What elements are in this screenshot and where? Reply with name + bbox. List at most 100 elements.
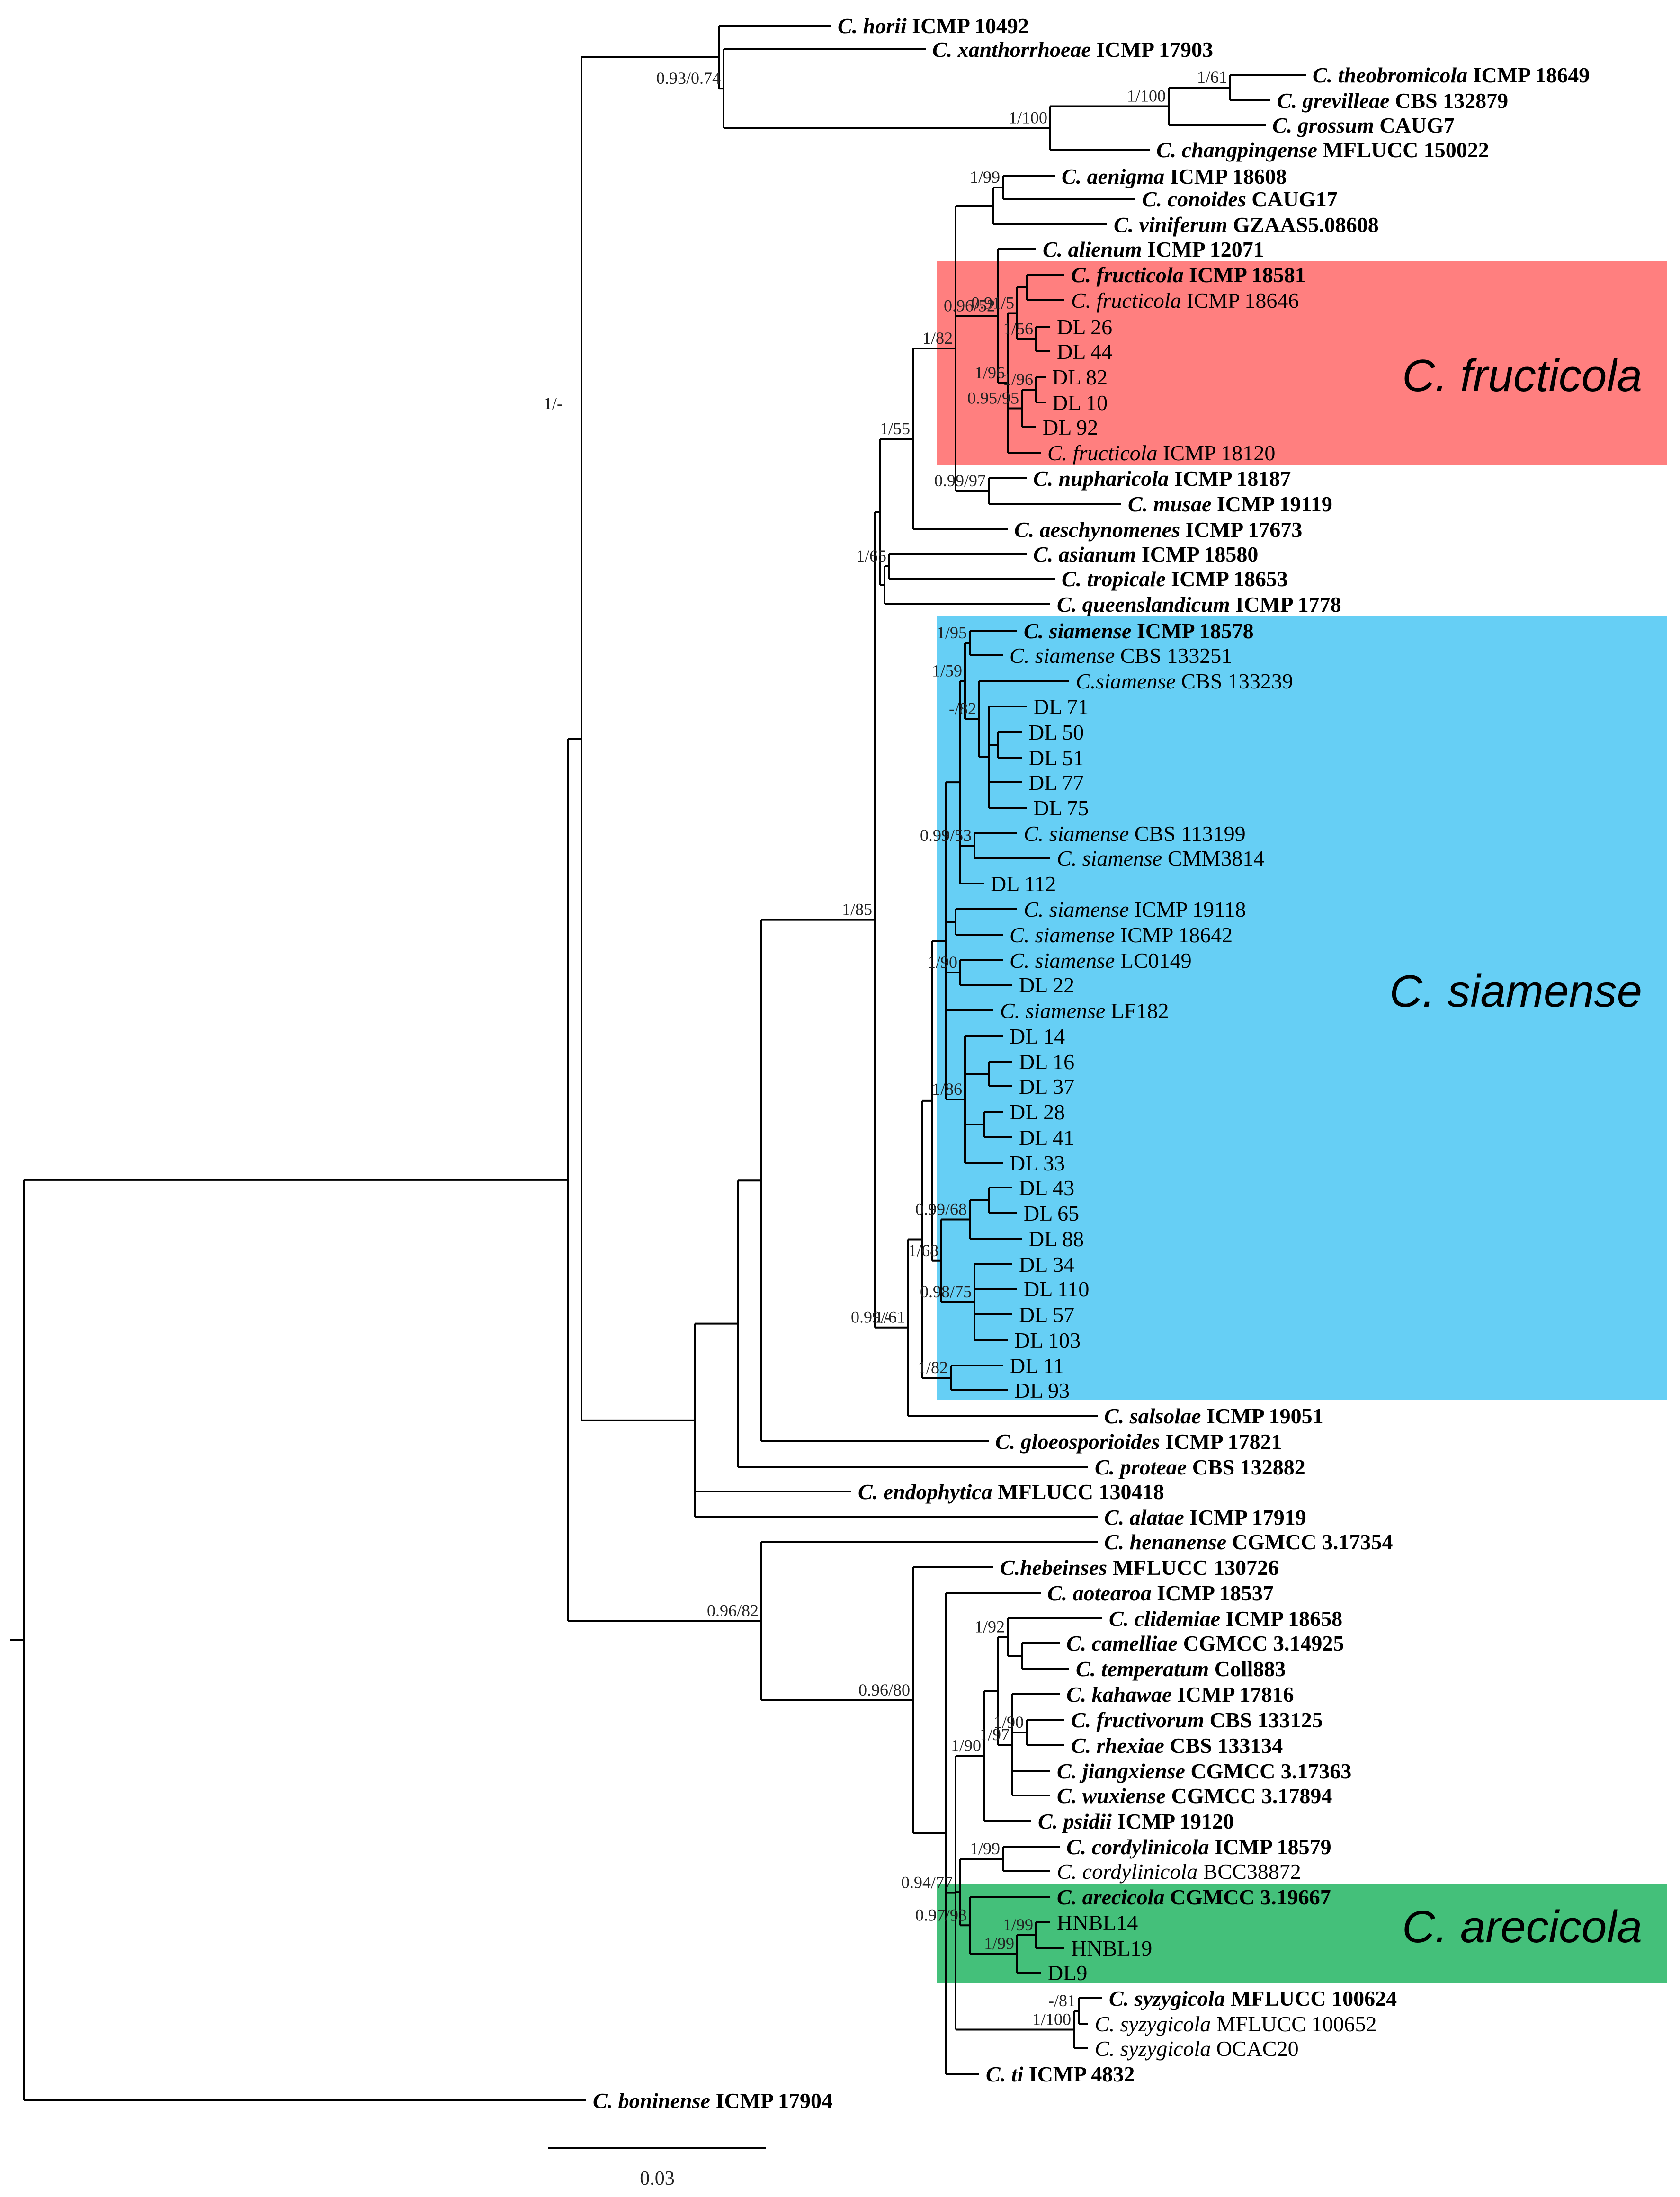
support-value: 1/90 bbox=[927, 953, 957, 972]
taxon-label: C. henanense CGMCC 3.17354 bbox=[1104, 1530, 1393, 1554]
taxon-label: HNBL14 bbox=[1057, 1911, 1138, 1935]
taxon-label: DL 71 bbox=[1033, 695, 1089, 719]
support-value: 1/55 bbox=[880, 419, 910, 438]
taxon-label: C. arecicola CGMCC 3.19667 bbox=[1057, 1885, 1331, 1909]
taxon-label: DL 110 bbox=[1024, 1277, 1089, 1301]
taxon-label: C. endophytica MFLUCC 130418 bbox=[858, 1480, 1164, 1504]
support-value: -/82 bbox=[949, 699, 976, 718]
taxon-label: DL 112 bbox=[991, 872, 1056, 896]
taxon-label: C. xanthorrhoeae ICMP 17903 bbox=[932, 37, 1213, 62]
taxon-label: C. aenigma ICMP 18608 bbox=[1062, 164, 1287, 188]
support-value: 1/61 bbox=[1197, 68, 1227, 87]
support-value: 1/90 bbox=[951, 1736, 981, 1755]
support-value: 1/92 bbox=[974, 1617, 1005, 1636]
support-value: 0.96/80 bbox=[858, 1680, 910, 1699]
support-value: 0.99/97 bbox=[934, 471, 986, 490]
clade-box-fructicola bbox=[937, 261, 1667, 465]
taxon-label: C. temperatum Coll883 bbox=[1076, 1657, 1286, 1681]
support-value: 1/86 bbox=[932, 1080, 962, 1098]
taxon-label: C. grevilleae CBS 132879 bbox=[1277, 89, 1508, 113]
taxon-label: C. fructivorum CBS 133125 bbox=[1071, 1708, 1323, 1732]
taxon-label: C. syzygicola MFLUCC 100624 bbox=[1109, 1986, 1397, 2010]
taxon-label: C. jiangxiense CGMCC 3.17363 bbox=[1057, 1759, 1351, 1783]
taxon-label: C. siamense LC0149 bbox=[1010, 948, 1192, 973]
support-value: 1/97 bbox=[979, 1725, 1010, 1744]
taxon-label: DL 41 bbox=[1019, 1125, 1074, 1150]
taxon-label: DL 103 bbox=[1014, 1328, 1081, 1352]
taxon-label: C. alienum ICMP 12071 bbox=[1043, 237, 1264, 261]
taxon-label: C. cordylinicola BCC38872 bbox=[1057, 1859, 1301, 1884]
taxon-label: C. psidii ICMP 19120 bbox=[1038, 1809, 1234, 1833]
taxon-label: C. wuxiense CGMCC 3.17894 bbox=[1057, 1784, 1332, 1808]
taxon-label: C. siamense CBS 113199 bbox=[1024, 822, 1246, 846]
support-value: 1/95 bbox=[937, 623, 967, 642]
clade-box-siamense bbox=[937, 616, 1667, 1400]
taxon-label: C. fructicola ICMP 18120 bbox=[1047, 441, 1275, 465]
taxon-label: C. siamense LF182 bbox=[1000, 999, 1169, 1023]
support-value: 1/85 bbox=[842, 900, 872, 919]
taxon-label: C. gloeosporioides ICMP 17821 bbox=[995, 1429, 1282, 1454]
taxon-label: C. rhexiae CBS 133134 bbox=[1071, 1733, 1283, 1758]
taxon-label: C. queenslandicum ICMP 1778 bbox=[1057, 592, 1341, 616]
support-value: 1/100 bbox=[1127, 87, 1166, 106]
support-value: 0.95/95 bbox=[967, 389, 1019, 408]
support-value: 1/99 bbox=[1003, 1915, 1033, 1934]
clade-box-arecicola bbox=[937, 1884, 1667, 1983]
support-value: 1/96 bbox=[1003, 370, 1033, 389]
clade-label-arecicola: C. arecicola bbox=[1402, 1902, 1642, 1952]
support-value: 1/82 bbox=[918, 1358, 948, 1377]
support-value: 1/100 bbox=[1032, 2010, 1071, 2029]
taxon-label: C. siamense CBS 133251 bbox=[1010, 643, 1232, 668]
taxon-label: DL 26 bbox=[1057, 315, 1112, 339]
support-value: 0.99/53 bbox=[920, 826, 972, 845]
support-value: 1/99 bbox=[970, 1839, 1000, 1858]
taxon-label: C. fructicola ICMP 18581 bbox=[1071, 263, 1306, 287]
taxon-label: C. siamense CMM3814 bbox=[1057, 846, 1264, 870]
taxon-label: C. clidemiae ICMP 18658 bbox=[1109, 1607, 1342, 1631]
taxon-label: DL 33 bbox=[1010, 1151, 1065, 1175]
taxon-label: DL 34 bbox=[1019, 1252, 1074, 1277]
taxon-label: C. aeschynomenes ICMP 17673 bbox=[1014, 518, 1302, 542]
support-value: 0.99/68 bbox=[915, 1200, 967, 1219]
support-value: 1/90 bbox=[993, 1713, 1024, 1732]
taxon-label: C. camelliae CGMCC 3.14925 bbox=[1066, 1631, 1344, 1655]
support-value: 1/61 bbox=[875, 1308, 905, 1327]
taxon-label: C. grossum CAUG7 bbox=[1272, 113, 1455, 137]
support-value: 0.98/75 bbox=[920, 1282, 972, 1301]
clade-label-fructicola: C. fructicola bbox=[1402, 350, 1642, 401]
taxon-label: C. asianum ICMP 18580 bbox=[1033, 542, 1258, 566]
taxon-label: C. siamense ICMP 18642 bbox=[1010, 923, 1233, 947]
support-value: 0.93/0.74 bbox=[656, 69, 721, 88]
taxon-label: DL 51 bbox=[1028, 746, 1084, 770]
support-value: 1/65 bbox=[856, 546, 886, 565]
taxon-label: C. fructicola ICMP 18646 bbox=[1071, 288, 1299, 313]
support-value: 1/82 bbox=[922, 329, 953, 348]
taxon-label: HNBL19 bbox=[1071, 1936, 1152, 1960]
support-value: 0.99/- bbox=[851, 1308, 891, 1327]
taxon-label: DL 75 bbox=[1033, 796, 1089, 820]
taxon-label: DL 93 bbox=[1014, 1378, 1070, 1402]
support-value: 0.96/52 bbox=[944, 296, 995, 315]
support-value: 0.97/93 bbox=[915, 1905, 967, 1924]
support-value: -/81 bbox=[1048, 1991, 1076, 2010]
taxon-label: C. proteae CBS 132882 bbox=[1095, 1455, 1305, 1479]
taxon-label: C. siamense ICMP 19118 bbox=[1024, 897, 1246, 921]
taxon-label: C. viniferum GZAAS5.08608 bbox=[1114, 213, 1379, 237]
support-value: 1/100 bbox=[1009, 108, 1047, 127]
taxon-label: DL 77 bbox=[1028, 770, 1084, 795]
taxon-label: C. siamense ICMP 18578 bbox=[1024, 619, 1254, 643]
taxon-label: C. tropicale ICMP 18653 bbox=[1062, 567, 1288, 591]
taxon-label: C. kahawae ICMP 17816 bbox=[1066, 1682, 1294, 1706]
taxon-label: C. alatae ICMP 17919 bbox=[1104, 1505, 1306, 1529]
support-value: 1/68 bbox=[908, 1241, 938, 1260]
taxon-label: DL 28 bbox=[1010, 1100, 1065, 1124]
taxon-label: DL9 bbox=[1047, 1961, 1087, 1985]
taxon-label: DL 65 bbox=[1024, 1201, 1079, 1225]
taxon-label: C.hebeinses MFLUCC 130726 bbox=[1000, 1555, 1279, 1580]
taxon-label: C. nupharicola ICMP 18187 bbox=[1033, 466, 1291, 491]
taxon-label: C. conoides CAUG17 bbox=[1142, 187, 1338, 211]
scale-bar-label: 0.03 bbox=[640, 2168, 675, 2189]
